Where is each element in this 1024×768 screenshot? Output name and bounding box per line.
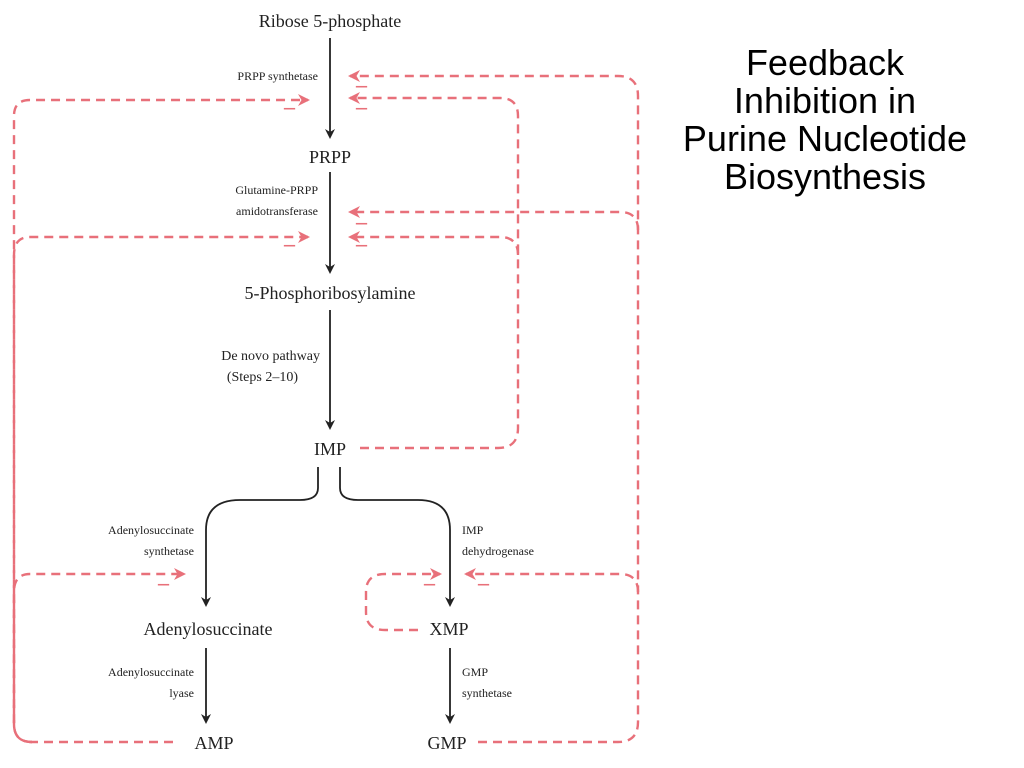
node-prpp: PRPP: [309, 147, 351, 167]
enzyme-glutamine-prpp-amidotransferase-line1: Glutamine-PRPP: [235, 183, 318, 197]
feedback-imp-to-prpp-synthetase: [348, 92, 520, 450]
inhibition-sign: –: [355, 94, 368, 119]
inhibition-sign: –: [355, 72, 368, 97]
title-line: Inhibition in: [733, 80, 917, 121]
inhibition-sign: –: [283, 94, 296, 119]
node-gmp: GMP: [427, 733, 466, 753]
enzyme-adenylosuccinate-lyase-line1: Adenylosuccinate: [108, 665, 194, 679]
node-imp: IMP: [314, 439, 346, 459]
inhibition-sign: –: [423, 570, 436, 595]
de-novo-pathway-label-line1: De novo pathway: [221, 349, 320, 364]
feedback-imp-to-amidotransferase: [348, 231, 520, 256]
node-adenylosuccinate: Adenylosuccinate: [144, 619, 273, 639]
enzyme-adenylosuccinate-synthetase-line1: Adenylosuccinate: [108, 523, 194, 537]
inhibition-sign: –: [283, 231, 296, 256]
feedback-gmp-to-prpp-synthetase: [348, 70, 640, 744]
enzyme-imp-dehydrogenase-line1: IMP: [462, 523, 484, 537]
inhibition-sign: –: [157, 570, 170, 595]
inhibition-sign: –: [477, 570, 490, 595]
enzyme-glutamine-prpp-amidotransferase-line2: amidotransferase: [236, 204, 318, 218]
title-line: Feedback: [745, 42, 905, 83]
enzyme-adenylosuccinate-lyase-line2: lyase: [169, 686, 194, 700]
arrow-imp-to-adenylosuccinate: [201, 467, 319, 607]
inhibition-sign: –: [355, 209, 368, 234]
enzyme-adenylosuccinate-synthetase-line2: synthetase: [144, 544, 194, 558]
node-amp: AMP: [194, 733, 233, 753]
node-xmp: XMP: [429, 619, 468, 639]
enzyme-imp-dehydrogenase-line2: dehydrogenase: [462, 544, 534, 558]
page-title: Feedback Inhibition in Purine Nucleotide…: [640, 44, 1010, 196]
feedback-amp-to-adenylosuccinate-synthetase: [12, 568, 186, 744]
node-ribose-5-phosphate: Ribose 5-phosphate: [259, 11, 401, 31]
arrow-imp-to-xmp: [339, 467, 455, 607]
feedback-amp-to-prpp-synthetase: [12, 94, 310, 744]
feedback-gmp-to-imp-dehydrogenase: [464, 568, 640, 593]
title-line: Purine Nucleotide: [682, 118, 968, 159]
enzyme-prpp-synthetase: PRPP synthetase: [237, 69, 318, 83]
node-5-phosphoribosylamine: 5-Phosphoribosylamine: [245, 283, 416, 303]
feedback-amp-to-amidotransferase: [12, 231, 310, 744]
inhibition-sign: –: [355, 231, 368, 256]
enzyme-gmp-synthetase-line2: synthetase: [462, 686, 512, 700]
de-novo-pathway-label-line2: (Steps 2–10): [227, 370, 299, 385]
title-line: Biosynthesis: [723, 156, 927, 197]
feedback-gmp-to-amidotransferase: [348, 206, 640, 231]
feedback-xmp-to-imp-dehydrogenase: [364, 568, 442, 632]
enzyme-gmp-synthetase-line1: GMP: [462, 665, 488, 679]
